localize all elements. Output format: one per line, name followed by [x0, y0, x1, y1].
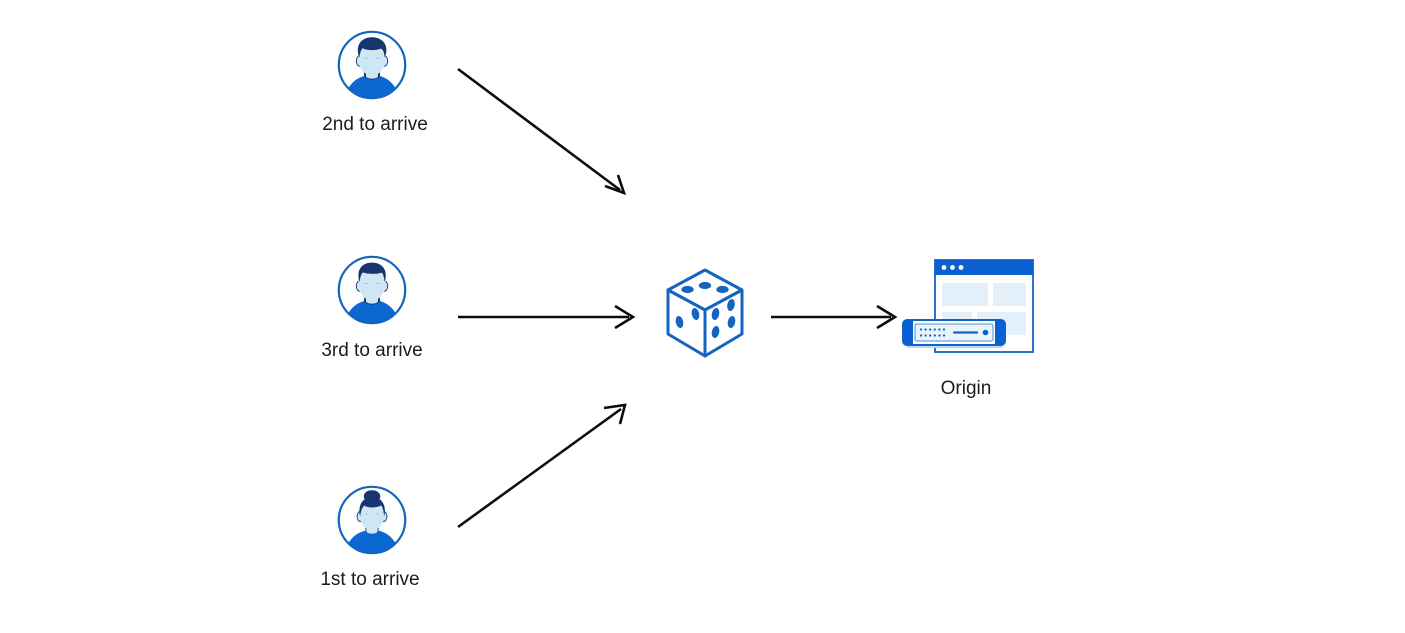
user-avatar-1st[interactable] [335, 483, 409, 557]
server-appliance-icon [902, 319, 1006, 348]
dice-icon [666, 268, 744, 358]
dice-left-pips [675, 307, 700, 329]
window-dot [950, 265, 955, 270]
window-dot [941, 265, 947, 270]
content-block [993, 283, 1026, 306]
arrow-1st-to-dice [457, 403, 627, 529]
user-avatar-icon [337, 255, 407, 325]
dice-right-pips [711, 298, 736, 339]
user-label-1st: 1st to arrive [320, 569, 420, 590]
user-avatar-3rd[interactable] [335, 253, 409, 327]
window-dot [958, 265, 964, 270]
server-vent-dots [919, 328, 946, 337]
arrow-3rd-to-dice [458, 304, 636, 330]
dice-top-pips [681, 281, 729, 294]
arrow-dice-to-origin [771, 304, 898, 330]
origin-node[interactable] [897, 256, 1037, 366]
user-label-3rd: 3rd to arrive [321, 340, 423, 361]
user-avatar-icon [337, 30, 407, 100]
user-avatar-female-icon [337, 485, 407, 555]
dice-randomizer[interactable] [657, 264, 753, 364]
user-avatar-2nd[interactable] [335, 28, 409, 102]
user-label-2nd: 2nd to arrive [322, 114, 428, 135]
content-block [942, 283, 988, 306]
origin-server-icon [902, 259, 1034, 353]
origin-label: Origin [940, 378, 992, 399]
